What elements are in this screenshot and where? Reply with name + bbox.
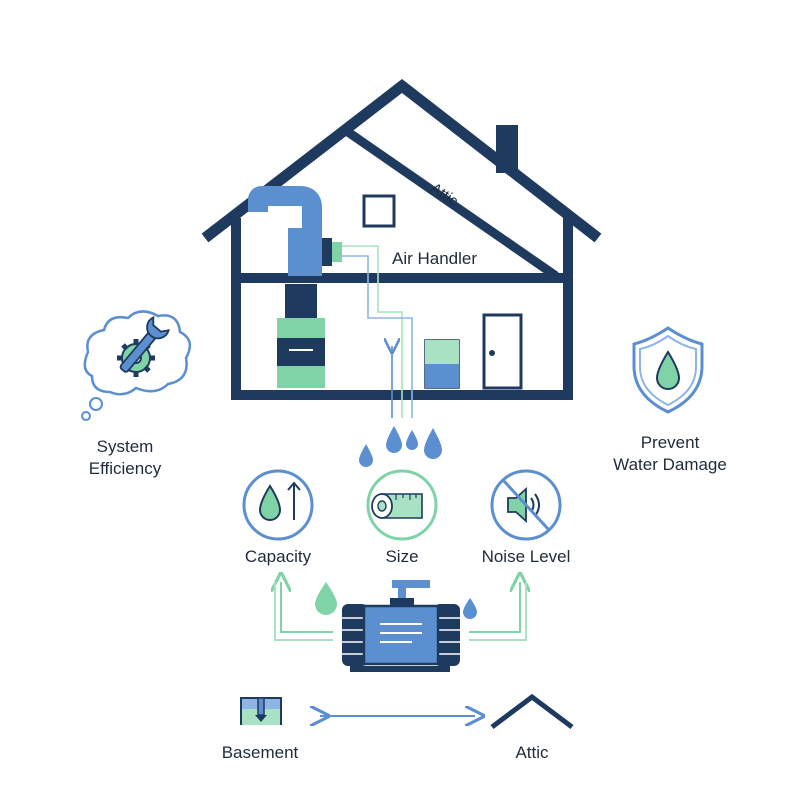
water-drop-icon — [463, 598, 477, 619]
drop-arrow-icon — [242, 469, 314, 541]
wrench-gear-cloud-icon — [81, 310, 192, 421]
window-icon — [362, 194, 396, 228]
measuring-tape-icon — [366, 469, 438, 541]
prevent-label-line1: Prevent — [640, 433, 700, 452]
house — [201, 79, 602, 418]
air-handler-label: Air Handler — [392, 249, 478, 268]
basement-icon — [240, 697, 282, 725]
noise-level-label: Noise Level — [481, 547, 571, 566]
water-drop-icon — [315, 582, 337, 615]
duct-icon — [248, 186, 342, 276]
condensate-lines — [342, 245, 413, 418]
water-drop-icon — [359, 444, 373, 467]
water-heater-icon — [424, 339, 460, 389]
water-drops — [359, 426, 442, 467]
system-efficiency-label-line1: System — [96, 437, 154, 456]
muted-speaker-icon — [490, 469, 562, 541]
basement-label: Basement — [221, 743, 299, 762]
door-icon — [482, 313, 523, 390]
attic-roof-icon — [490, 693, 574, 729]
water-drop-icon — [406, 430, 418, 450]
house-roof — [201, 79, 602, 243]
condensate-pump-icon — [275, 580, 526, 672]
size-label: Size — [385, 547, 419, 566]
water-shield-icon — [632, 326, 704, 414]
furnace-icon — [277, 284, 325, 388]
system-efficiency-label-line2: Efficiency — [88, 459, 162, 478]
water-drop-icon — [386, 426, 402, 453]
capacity-label: Capacity — [244, 547, 312, 566]
attic-diagonal — [345, 128, 559, 280]
attic-bottom-label: Attic — [515, 743, 549, 762]
prevent-label-line2: Water Damage — [613, 455, 727, 474]
water-drop-icon — [424, 428, 442, 459]
